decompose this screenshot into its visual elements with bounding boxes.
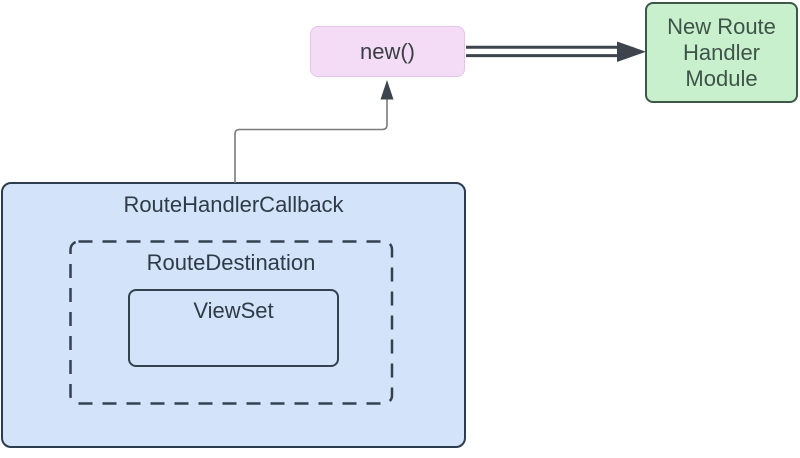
double-arrow-head	[617, 41, 646, 62]
node-new-route-handler-module-label: New Route Handler Module	[667, 13, 776, 91]
node-viewset-label: ViewSet	[193, 298, 274, 323]
elbow-arrow-callback-to-new	[234, 80, 394, 183]
node-viewset: ViewSet	[128, 289, 339, 367]
node-new-call-label: new()	[359, 38, 415, 64]
elbow-arrow-line	[234, 99, 388, 183]
double-arrow-new-to-module	[466, 41, 646, 62]
node-new-route-handler-module: New Route Handler Module	[645, 2, 798, 103]
node-route-handler-callback-label: RouteHandlerCallback	[123, 192, 344, 217]
elbow-arrow-head	[380, 80, 394, 100]
node-route-destination-label: RouteDestination	[146, 250, 316, 275]
node-new-call: new()	[310, 26, 465, 77]
